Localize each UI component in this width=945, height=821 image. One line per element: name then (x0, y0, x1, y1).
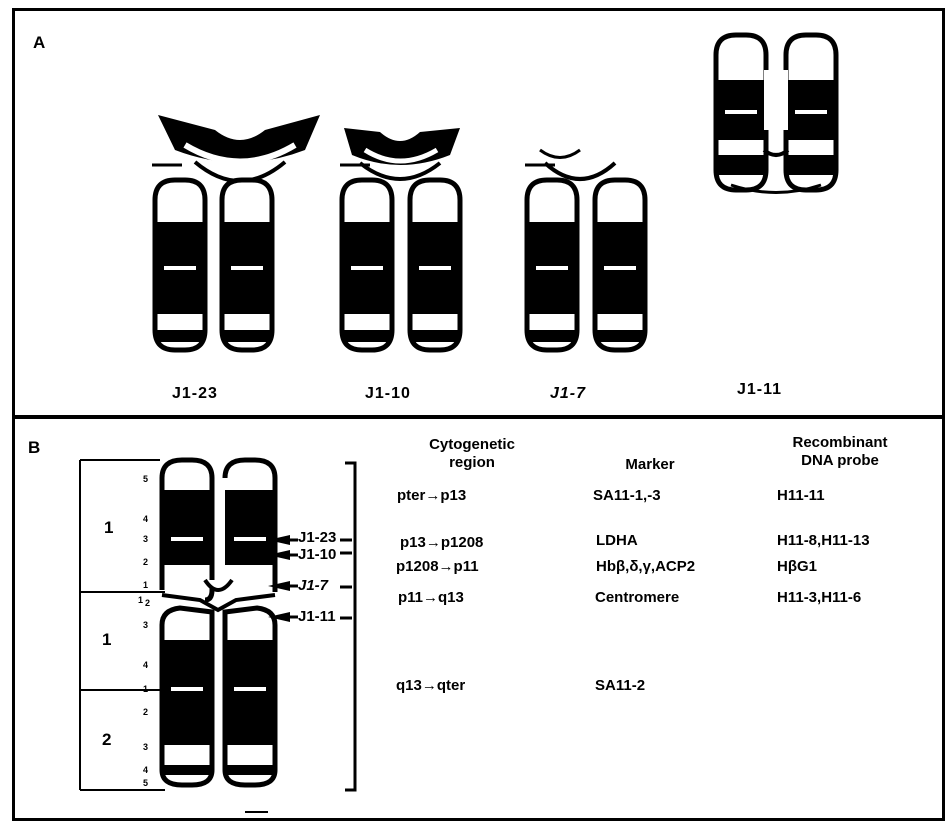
header-recombinant-dna-probe: Recombinant DNA probe (775, 434, 905, 470)
row-3-probe: HβG1 (777, 558, 817, 575)
row-4-region: p11→q13 (398, 589, 464, 606)
band-number: 4 (143, 765, 148, 775)
region-label-q1: 1 (102, 630, 111, 650)
row-2-region: p13→p1208 (400, 534, 483, 551)
row-1-marker: SA11-1,-3 (593, 487, 661, 504)
row-2-probe: H11-8,H11-13 (777, 532, 870, 549)
region-frame (80, 460, 165, 790)
band-number: 2 (143, 707, 148, 717)
chromosome-label-j1-23: J1-23 (172, 385, 218, 403)
chromosome-j1-7 (525, 150, 645, 350)
breakpoint-bracket (268, 463, 355, 790)
header-cytogenetic-region: Cytogenetic region (412, 436, 532, 472)
band-number: 2 (145, 598, 150, 608)
band-number: 1 (143, 580, 148, 590)
chromosome-label-j1-10: J1-10 (365, 385, 411, 403)
row-2-marker: LDHA (596, 532, 638, 549)
band-number: 3 (143, 534, 148, 544)
row-5-region: q13→qter (396, 677, 465, 694)
panel-b-label: B (28, 438, 40, 458)
chromosome-label-j1-11: J1-11 (737, 381, 782, 399)
breakpoint-label-j1-23: J1-23 (298, 529, 336, 546)
header-marker: Marker (600, 456, 700, 474)
region-label-q2: 2 (102, 730, 111, 750)
chromosome-j1-23 (152, 115, 320, 350)
chromosome-label-j1-7: J1-7 (550, 385, 586, 403)
row-4-marker: Centromere (595, 589, 679, 606)
chromosome-j1-10 (340, 128, 460, 350)
row-3-marker: Hbβ,δ,γ,ACP2 (596, 558, 695, 575)
row-1-probe: H11-11 (777, 487, 825, 504)
band-number: 5 (143, 474, 148, 484)
breakpoint-label-j1-10: J1-10 (298, 546, 336, 563)
row-3-region: p1208→p11 (396, 558, 479, 575)
band-number: 3 (143, 620, 148, 630)
band-number: 5 (143, 778, 148, 788)
panel-a-label: A (33, 33, 45, 53)
band-number: 1 (138, 595, 143, 605)
breakpoint-label-j1-7: J1-7 (298, 577, 328, 594)
region-label-p1: 1 (104, 518, 113, 538)
chromosome-j1-11 (716, 35, 836, 193)
breakpoint-label-j1-11: J1-11 (298, 608, 336, 625)
band-number: 2 (143, 557, 148, 567)
band-number: 4 (143, 660, 148, 670)
row-1-region: pter→p13 (397, 487, 466, 504)
band-number: 4 (143, 514, 148, 524)
band-number: 1 (143, 684, 148, 694)
row-5-marker: SA11-2 (595, 677, 645, 694)
row-4-probe: H11-3,H11-6 (777, 589, 861, 606)
chromosome-panel-b (162, 460, 275, 785)
band-number: 3 (143, 742, 148, 752)
